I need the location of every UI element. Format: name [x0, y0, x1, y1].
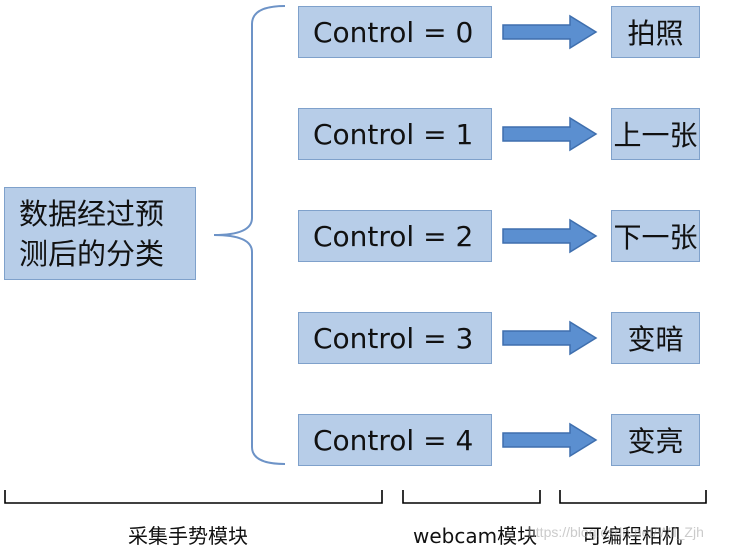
action-box-4: 变亮 [611, 414, 700, 466]
arrow-1 [502, 116, 598, 152]
control-box-0: Control = 0 [298, 6, 492, 58]
arrow-3 [502, 320, 598, 356]
curly-brace [213, 5, 286, 465]
action-box-0: 拍照 [611, 6, 700, 58]
bracket-gesture [4, 490, 383, 504]
arrow-4 [502, 422, 598, 458]
source-line-2: 测后的分类 [19, 236, 165, 271]
arrow-0 [502, 14, 598, 50]
watermark: https://blog.csdn.net/Wil_Zjh [528, 524, 704, 540]
source-box: 数据经过预 测后的分类 [4, 187, 196, 280]
control-box-2: Control = 2 [298, 210, 492, 262]
control-box-4: Control = 4 [298, 414, 492, 466]
caption-camera-module: 可编程相机 [582, 524, 682, 548]
caption-gesture-module: 采集手势模块 [128, 524, 248, 548]
action-box-2: 下一张 [611, 210, 700, 262]
caption-webcam-module: webcam模块 [413, 524, 538, 548]
action-box-3: 变暗 [611, 312, 700, 364]
control-box-1: Control = 1 [298, 108, 492, 160]
arrow-2 [502, 218, 598, 254]
bracket-webcam [402, 490, 541, 504]
action-box-1: 上一张 [611, 108, 700, 160]
source-line-1: 数据经过预 [19, 196, 165, 231]
bracket-camera [559, 490, 707, 504]
control-box-3: Control = 3 [298, 312, 492, 364]
